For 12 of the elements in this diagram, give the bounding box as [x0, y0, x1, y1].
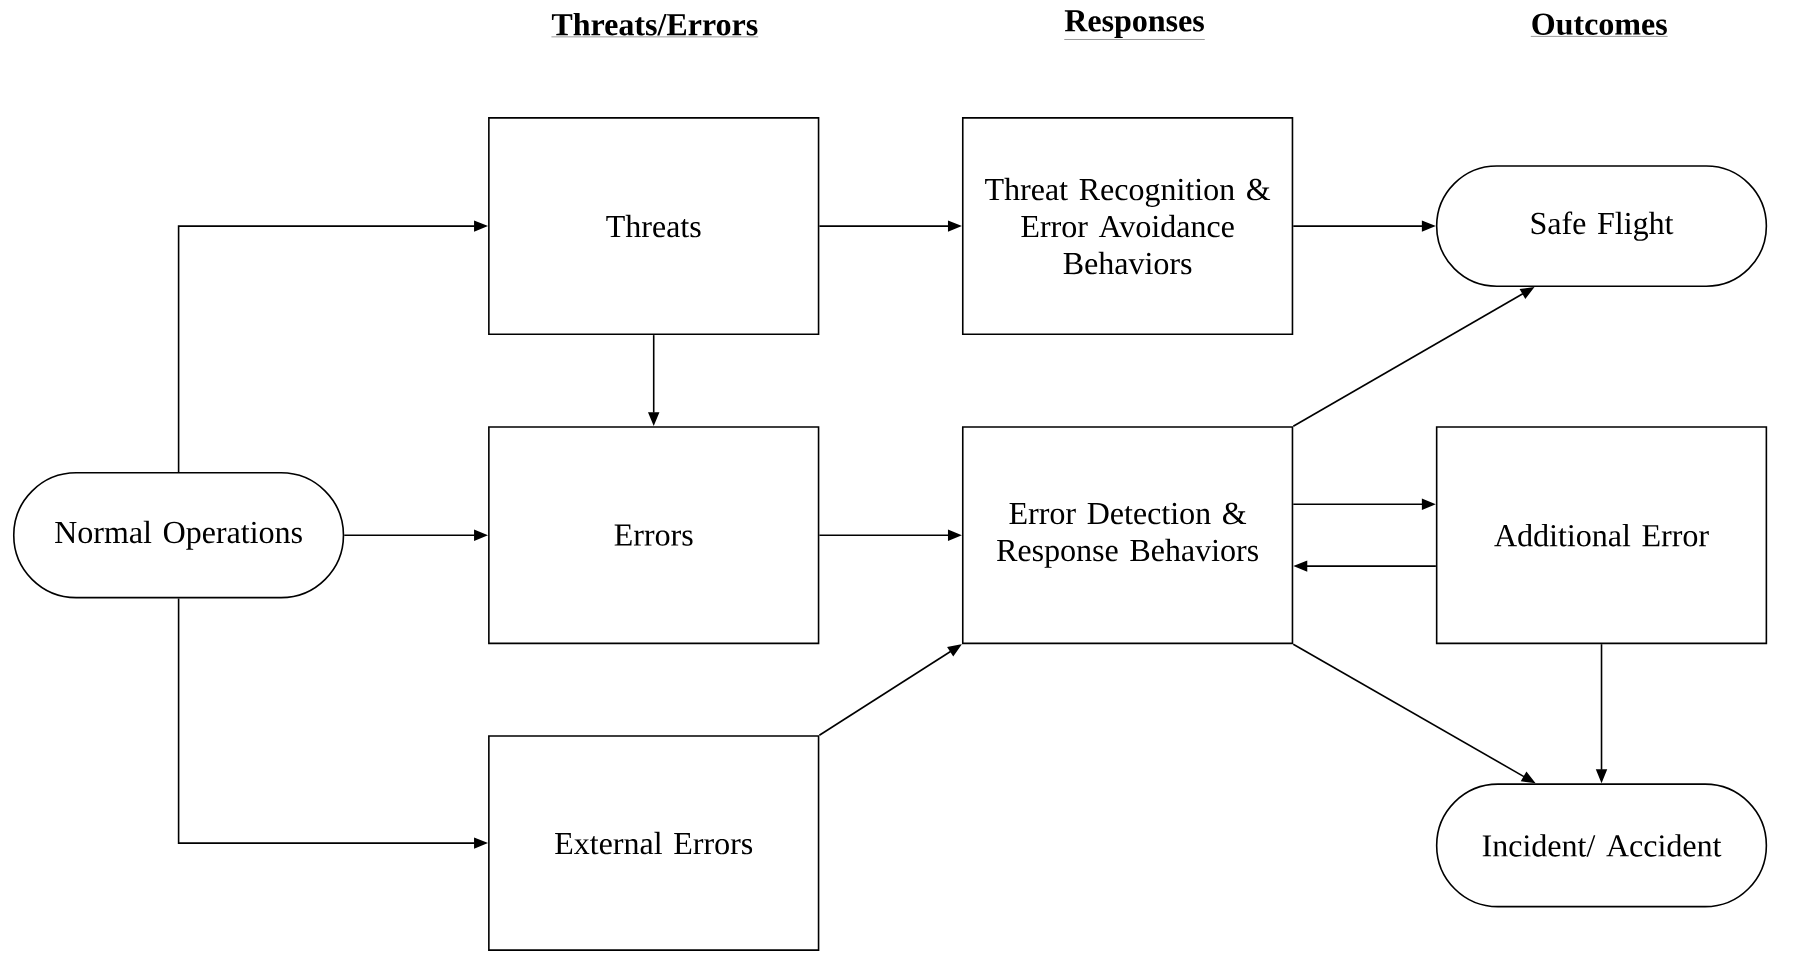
process-box: Threats [488, 117, 820, 336]
column-heading: Outcomes [1530, 13, 1668, 37]
process-box: Additional Error [1435, 426, 1768, 645]
process-box: Threat Recognition & Error Avoidance Behaviors [961, 117, 1294, 336]
column-heading: Responses [1064, 10, 1205, 40]
process-box: Error Detection & Response Behaviors [961, 426, 1294, 645]
process-box: Errors [488, 426, 820, 645]
column-heading: Threats/Errors [551, 12, 759, 38]
terminal-box: Incident/ Accident [1435, 783, 1768, 908]
terminal-box: Safe Flight [1435, 165, 1768, 287]
process-box: External Errors [488, 735, 820, 951]
terminal-box: Normal Operations [12, 472, 345, 599]
